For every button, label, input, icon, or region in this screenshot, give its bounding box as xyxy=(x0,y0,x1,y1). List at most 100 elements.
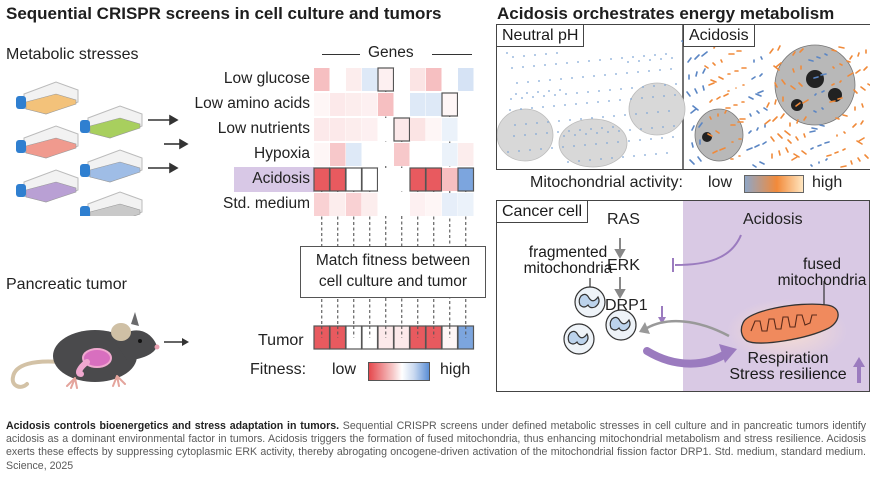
heatmap-cell xyxy=(458,93,474,116)
heatmap-cell xyxy=(314,143,330,166)
heatmap-cell xyxy=(458,168,474,191)
row-label: Low amino acids xyxy=(194,95,310,112)
fragmented-mitochondria-icon xyxy=(563,286,637,355)
heatmap-cell xyxy=(314,193,330,216)
activity-low-label: low xyxy=(708,174,733,191)
genes-header: Genes xyxy=(318,44,476,64)
fitness-high-label: high xyxy=(440,361,471,378)
metabolic-stresses-label: Metabolic stresses xyxy=(6,46,139,63)
mouse-eye xyxy=(138,339,142,343)
heatmap-cell xyxy=(378,193,394,216)
row-label: Hypoxia xyxy=(254,145,310,162)
heatmap-cell xyxy=(362,68,378,91)
mouse-tail xyxy=(10,359,62,389)
heatmap-cell xyxy=(410,193,426,216)
fitness-label: Fitness: xyxy=(250,361,307,378)
fragmented-label: fragmented mitochondria xyxy=(513,245,623,277)
heatmap-cell xyxy=(378,143,394,166)
heatmap-cell xyxy=(410,118,426,141)
heatmap-cell xyxy=(362,143,378,166)
flask-arrows xyxy=(148,114,189,174)
culture-flask-icon xyxy=(80,149,143,183)
outcome-label: Respiration Stress resilience xyxy=(723,351,853,383)
culture-flask-icon xyxy=(80,105,143,139)
fusion-arrow xyxy=(643,347,731,368)
heatmap-cell xyxy=(426,93,442,116)
row-label: Low glucose xyxy=(223,70,310,87)
heatmap-cell xyxy=(362,93,378,116)
right-panel-title: Acidosis orchestrates energy metabolism xyxy=(497,4,835,23)
heatmap-cell xyxy=(314,168,330,191)
heatmap-cell xyxy=(394,168,410,191)
heatmap-cell xyxy=(394,193,410,216)
heatmap-cell xyxy=(362,118,378,141)
heatmap-cell xyxy=(330,118,346,141)
ras-label: RAS xyxy=(607,211,640,228)
fragmented-line1: fragmented xyxy=(528,244,608,261)
heatmap-cell xyxy=(346,168,362,191)
culture-flask-icon xyxy=(16,169,79,203)
genes-label: Genes xyxy=(368,44,414,61)
heatmap-cell xyxy=(346,193,362,216)
fragmented-line2: mitochondria xyxy=(523,260,613,277)
heatmap-cell xyxy=(442,93,458,116)
nucleus xyxy=(558,118,628,168)
heatmap-cell xyxy=(458,118,474,141)
fitness-low-label: low xyxy=(332,361,357,378)
heatmap-cell-outline xyxy=(377,67,395,92)
fitness-legend: Fitness: low high xyxy=(250,360,490,384)
heatmap-cell xyxy=(442,143,458,166)
heatmap-cell xyxy=(442,168,458,191)
heatmap-cell xyxy=(330,93,346,116)
figure-caption: Acidosis controls bioenergetics and stre… xyxy=(6,420,866,473)
stress-resilience-label: Stress resilience xyxy=(729,366,847,383)
heatmap-cell xyxy=(410,143,426,166)
heatmap-cell xyxy=(346,68,362,91)
heatmap-cell xyxy=(362,193,378,216)
mouse-ear xyxy=(111,323,131,341)
heatmap-cell xyxy=(346,118,362,141)
heatmap-cell xyxy=(394,118,410,141)
erk-label: ERK xyxy=(607,257,640,274)
heatmap-cell xyxy=(378,118,394,141)
heatmap-cell xyxy=(362,168,378,191)
heatmap-cell xyxy=(314,93,330,116)
heatmap-cell xyxy=(314,118,330,141)
heatmap-cell xyxy=(330,168,346,191)
heatmap-cell xyxy=(394,93,410,116)
heatmap-cell xyxy=(458,193,474,216)
acidosis-row-highlight xyxy=(234,167,314,192)
caption-bold: Acidosis controls bioenergetics and stre… xyxy=(6,420,340,432)
heatmap-cell xyxy=(378,93,394,116)
cancer-cell-pathway: Cancer cell RAS Acidosis ERK DRP1 fragme… xyxy=(496,200,870,392)
mouse-nose xyxy=(154,344,160,350)
pancreatic-tumor-label: Pancreatic tumor xyxy=(6,276,127,293)
heatmap-cell-outline xyxy=(393,117,411,142)
heatmap-cell xyxy=(378,168,394,191)
heatmap-cell xyxy=(314,68,330,91)
heatmap-cell xyxy=(330,143,346,166)
match-box-line2: cell culture and tumor xyxy=(318,273,468,290)
cancer-cell-label: Cancer cell xyxy=(497,201,589,223)
activity-label: Mitochondrial activity: xyxy=(530,174,683,191)
culture-flasks-illustration xyxy=(16,81,143,216)
acidosis-image-label: Acidosis xyxy=(683,25,755,47)
caption-text: Sequential CRISPR screens under defined … xyxy=(6,420,866,472)
match-box-line1: Match fitness between xyxy=(315,252,471,269)
heatmap-cell xyxy=(410,168,426,191)
culture-flask-icon xyxy=(16,125,79,159)
match-fitness-box: Match fitness between cell culture and t… xyxy=(300,246,486,298)
fused-line2: mitochondria xyxy=(777,272,867,289)
heatmap-cell-outline xyxy=(425,167,443,192)
microscopy-images: Neutral pH Acidosis xyxy=(496,24,870,170)
nucleus xyxy=(694,108,744,162)
fused-mitochondrion-icon xyxy=(740,303,839,344)
heatmap-cell xyxy=(410,68,426,91)
heatmap-cell xyxy=(346,143,362,166)
heatmap-cell xyxy=(394,68,410,91)
row-label: Acidosis xyxy=(252,170,310,187)
pathway-svg xyxy=(563,234,865,383)
drp1-label: DRP1 xyxy=(605,297,648,314)
activity-high-label: high xyxy=(812,174,843,191)
microscopy-svg xyxy=(497,25,870,169)
